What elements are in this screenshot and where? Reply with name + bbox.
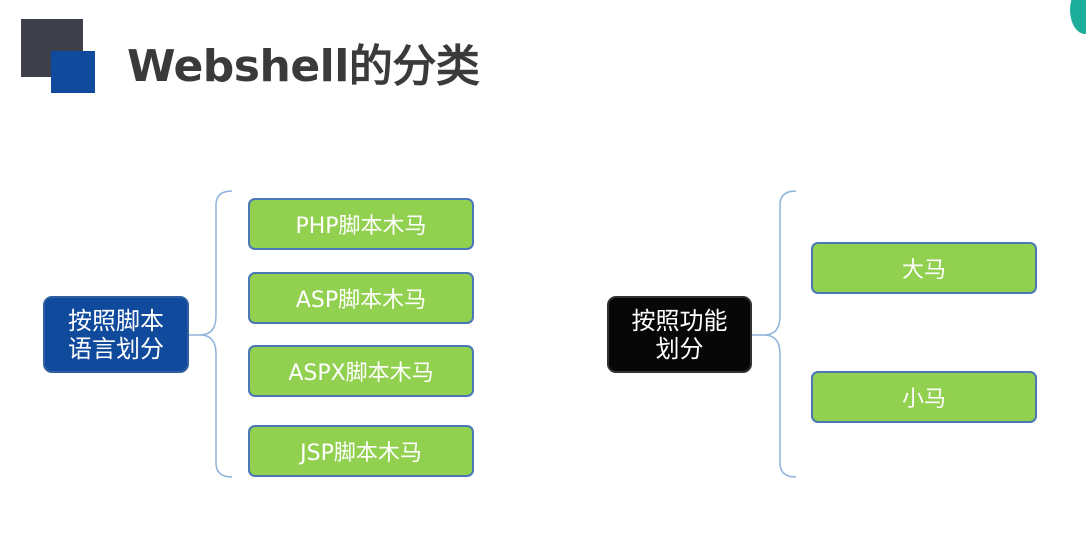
root-node-by-function: 按照功能 划分 (607, 296, 752, 373)
leaf-node-big-horse: 大马 (811, 242, 1037, 294)
title-decoration-blue-square (51, 51, 95, 93)
leaf-node-php: PHP脚本木马 (248, 198, 474, 250)
leaf-node-asp: ASP脚本木马 (248, 272, 474, 324)
leaf-node-aspx: ASPX脚本木马 (248, 345, 474, 397)
bracket-language (199, 190, 233, 478)
bracket-function (763, 190, 797, 478)
corner-decoration (1070, 0, 1086, 34)
root-node-by-language: 按照脚本 语言划分 (43, 296, 189, 373)
leaf-node-jsp: JSP脚本木马 (248, 425, 474, 477)
page-title: Webshell的分类 (127, 41, 480, 92)
leaf-node-small-horse: 小马 (811, 371, 1037, 423)
